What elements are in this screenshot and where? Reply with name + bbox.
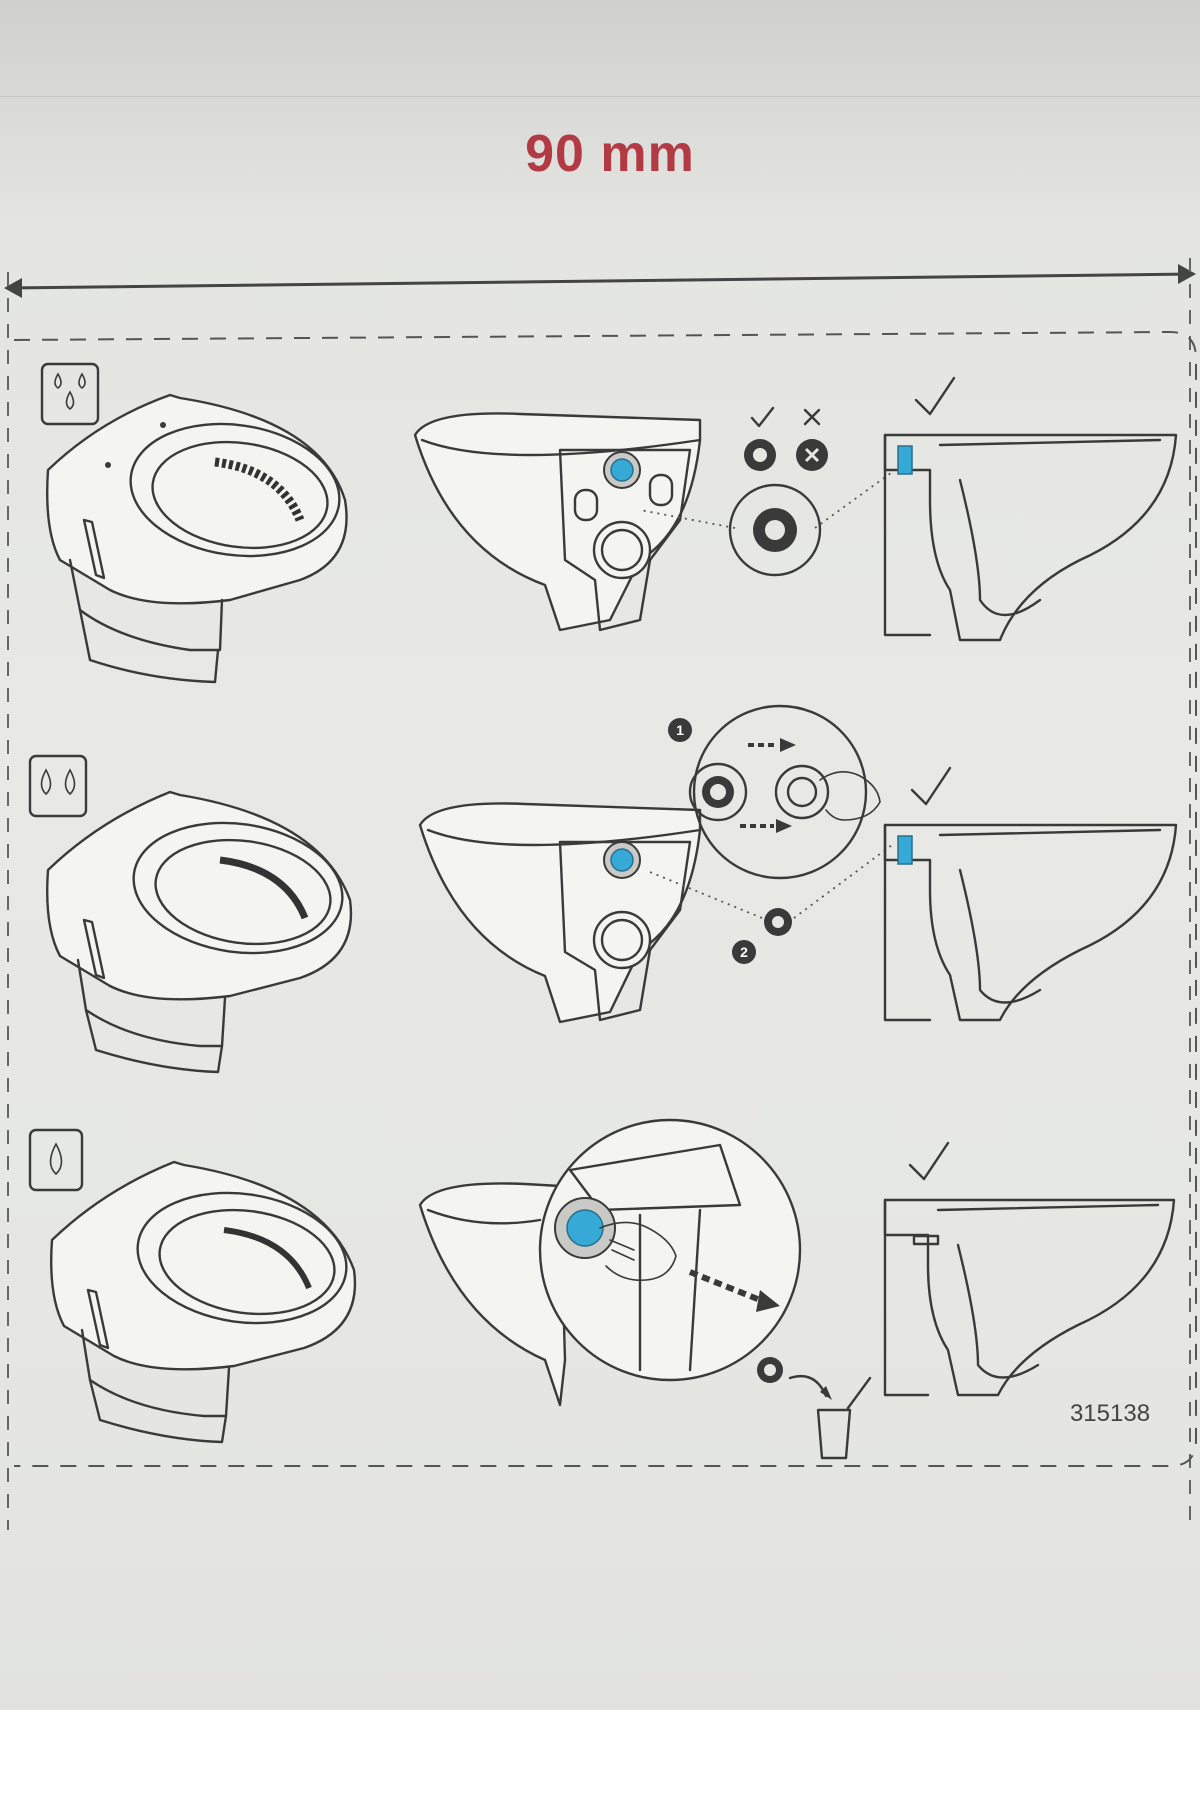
step-1 [40,362,1178,684]
top-band [0,0,1200,97]
step-2: 1 2 [28,704,1178,1074]
step-marker-1 [668,718,692,742]
toilet-top-view [50,1160,357,1444]
step-3 [28,1118,1176,1460]
ring-options [639,406,896,577]
toilet-rear-view [418,802,702,1024]
toilet-section-view [883,376,1178,642]
push-detail [538,1118,802,1382]
two-drops-icon [28,754,88,818]
toilet-section-view [883,1141,1176,1397]
dashed-frame [13,330,1197,1467]
zoom-circle [692,704,868,880]
dimension-line [4,258,1196,1530]
toilet-top-view [46,393,348,684]
checkmark-icon [910,766,952,806]
dimension-label: 90 mm [525,125,695,183]
checkmark-icon [908,1141,950,1181]
step-marker-2 [732,940,756,964]
checkmark-icon [914,376,956,416]
removal-detail: 1 2 [649,704,893,964]
zoom-circle [728,483,822,577]
toilet-rear-view [418,1182,567,1407]
toilet-top-view [46,790,353,1074]
zoom-circle [538,1118,802,1382]
svg-text:2: 2 [740,944,748,960]
ok-mark-icon [750,406,775,428]
one-drop-icon [28,1128,84,1192]
three-drops-icon [40,362,100,426]
toilet-section-view [883,766,1178,1022]
part-number: 315138 [1069,1400,1151,1427]
discard-ring [757,1357,872,1460]
waste-bin-icon [816,1408,852,1460]
cross-mark-icon [803,408,821,426]
toilet-rear-view [413,412,702,632]
svg-text:1: 1 [676,722,684,738]
